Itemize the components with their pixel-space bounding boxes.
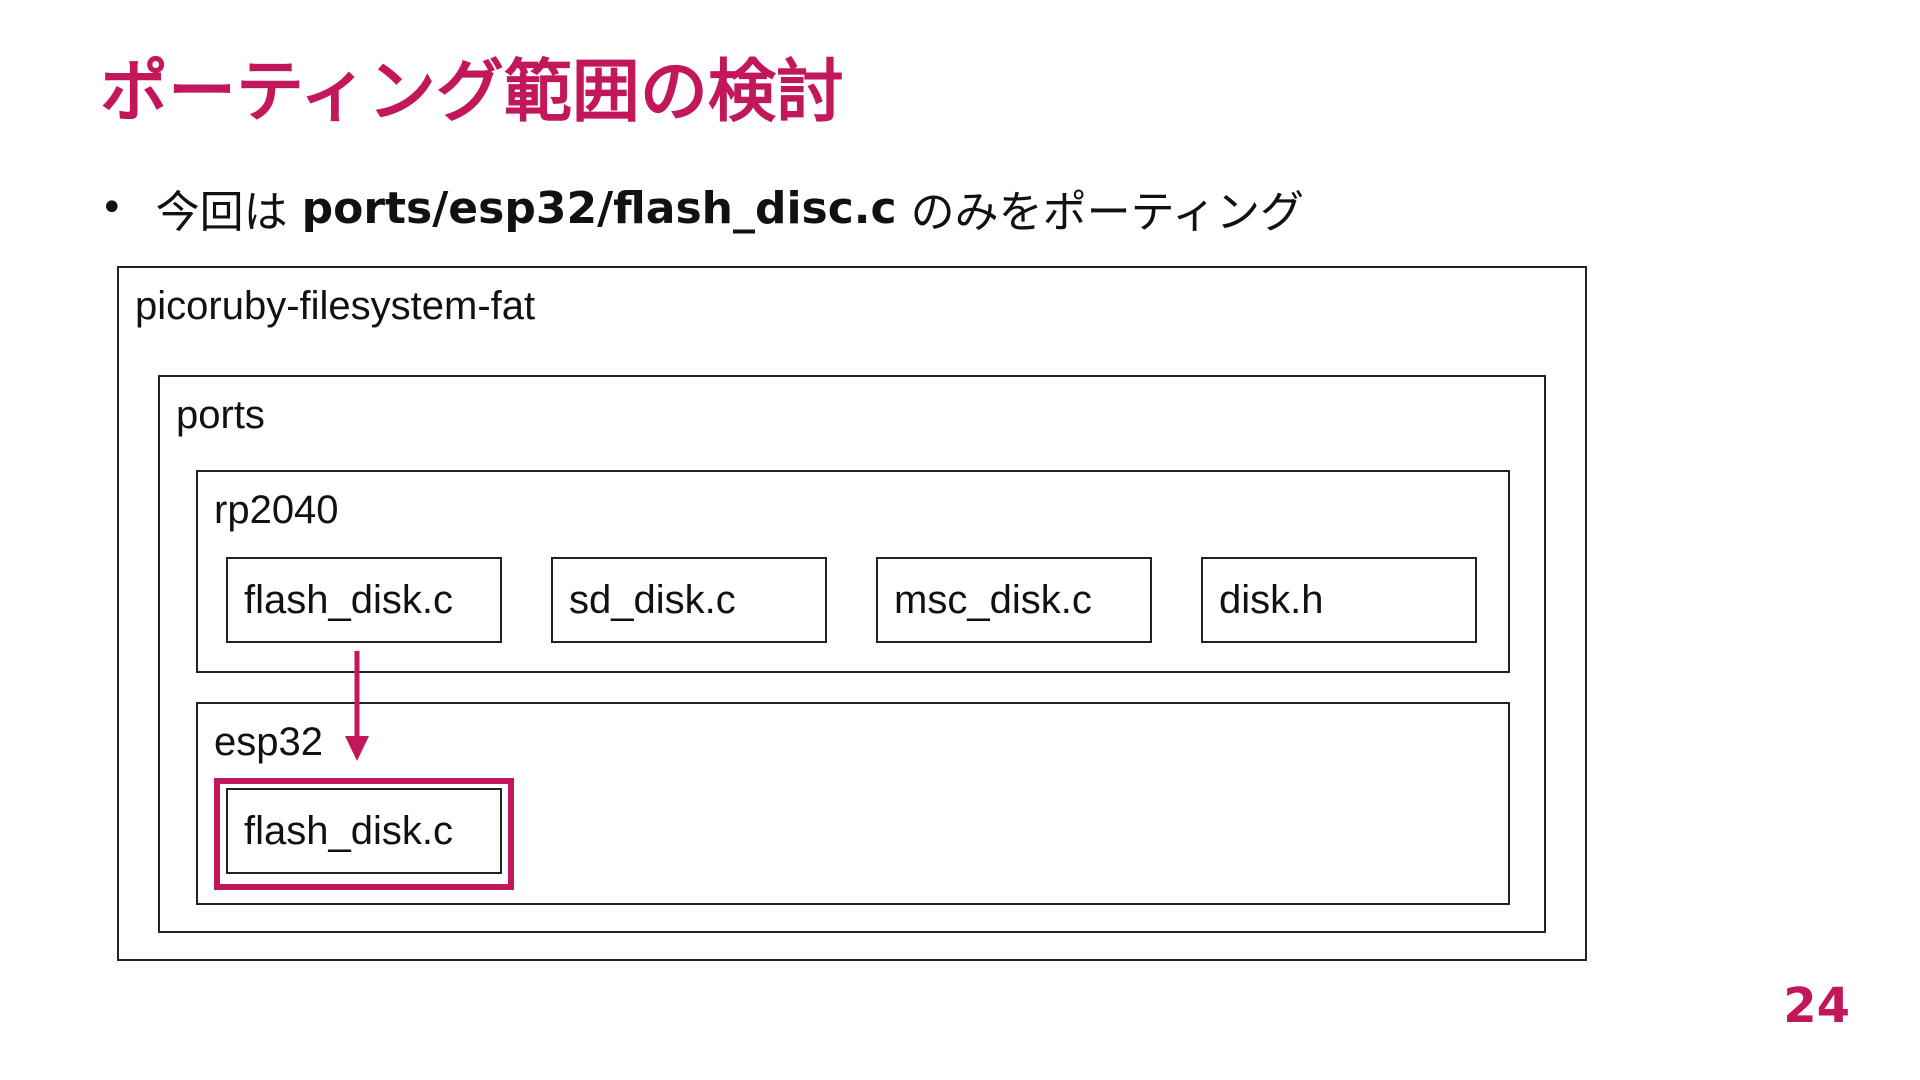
bullet-text-after: のみをポーティング bbox=[910, 187, 1304, 238]
rp2040-file-disk-h: disk.h bbox=[1201, 557, 1477, 643]
esp32-box-label: esp32 bbox=[214, 720, 323, 764]
bullet-text-before: 今回は bbox=[155, 187, 288, 238]
rp2040-box-label: rp2040 bbox=[214, 488, 339, 532]
rp2040-file-flash-disk: flash_disk.c bbox=[226, 557, 502, 643]
bullet-item: • 今回は ports/esp32/flash_disc.c のみをポーティング bbox=[100, 172, 1304, 244]
bullet-code-path: ports/esp32/flash_disc.c bbox=[301, 182, 897, 234]
slide-title: ポーティング範囲の検討 bbox=[100, 53, 844, 132]
outer-box-label: picoruby-filesystem-fat bbox=[135, 284, 536, 328]
esp32-file-flash-disk: flash_disk.c bbox=[226, 788, 502, 874]
file-label: sd_disk.c bbox=[569, 578, 736, 622]
highlight-frame bbox=[214, 778, 514, 890]
file-label: flash_disk.c bbox=[244, 809, 453, 853]
file-label: flash_disk.c bbox=[244, 578, 453, 622]
file-label: msc_disk.c bbox=[894, 578, 1092, 622]
ports-box-label: ports bbox=[176, 393, 265, 437]
bullet-marker: • bbox=[100, 185, 124, 231]
page-number: 24 bbox=[1783, 978, 1850, 1034]
rp2040-file-msc-disk: msc_disk.c bbox=[876, 557, 1152, 643]
rp2040-file-sd-disk: sd_disk.c bbox=[551, 557, 827, 643]
file-label: disk.h bbox=[1219, 578, 1324, 622]
